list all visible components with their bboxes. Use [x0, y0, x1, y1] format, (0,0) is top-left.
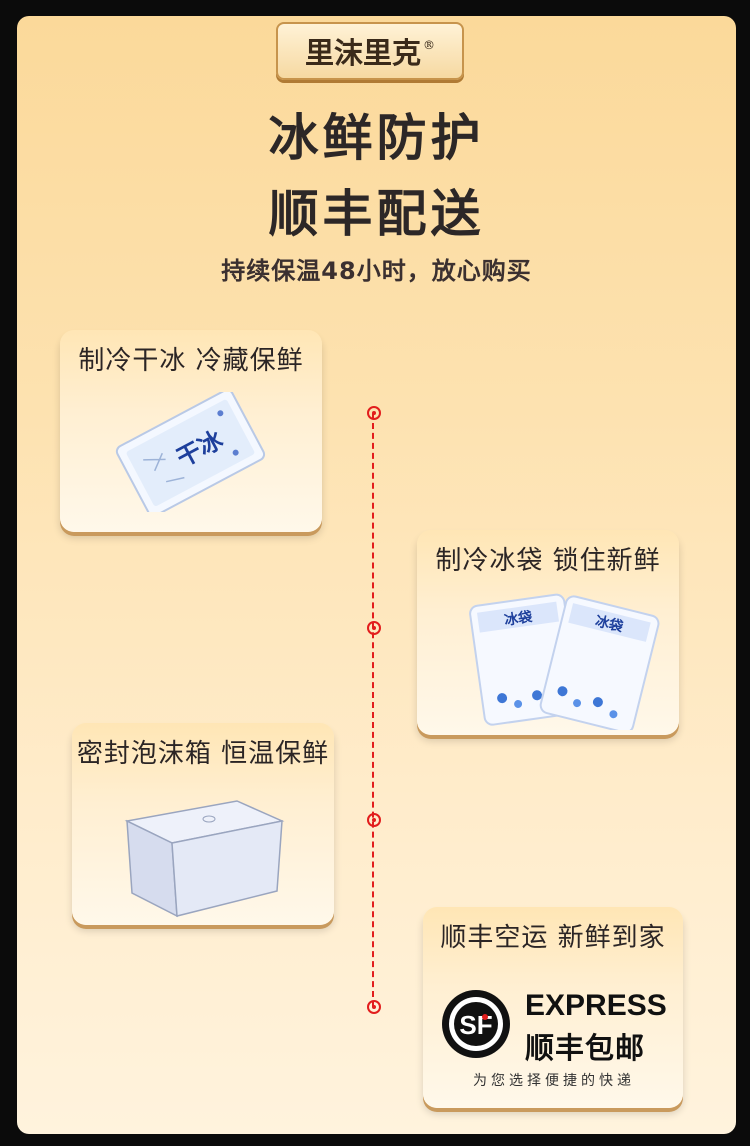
card-foam-box: 密封泡沫箱 恒温保鲜 [72, 723, 334, 925]
sf-logo-text: SF [459, 1010, 492, 1040]
card-caption: 顺丰空运 新鲜到家 [440, 923, 666, 953]
brand-name: 里沫里克 [304, 36, 421, 70]
dry-ice-pack-image: 干冰 [115, 392, 266, 512]
headline-line2: 顺丰配送 [268, 185, 485, 243]
headline-line1: 冰鲜防护 [268, 109, 485, 167]
card-caption: 制冷冰袋 锁住新鲜 [435, 546, 661, 576]
ice-bags-image: 冰袋 冰袋 [469, 593, 660, 730]
subtitle: 持续保温48小时，放心购买 [221, 257, 532, 285]
sf-free-shipping-text: 顺丰包邮 [525, 1031, 646, 1065]
sf-logo-icon: SF [442, 990, 510, 1058]
timeline-dot [367, 621, 381, 635]
timeline-dot [367, 813, 381, 827]
timeline-dot [367, 1000, 381, 1014]
card-caption: 密封泡沫箱 恒温保鲜 [76, 739, 330, 769]
card-caption: 制冷干冰 冷藏保鲜 [78, 346, 304, 376]
pack-label: 冰袋 [593, 612, 625, 636]
foam-box-image [124, 800, 285, 918]
card-dry-ice: 制冷干冰 冷藏保鲜 干冰 [60, 330, 322, 532]
card-sf-express: 顺丰空运 新鲜到家 SF EXPRESS 顺丰包邮 为您选择便捷的快递 [423, 907, 683, 1108]
pack-label: 冰袋 [503, 608, 534, 629]
sf-slogan: 为您选择便捷的快递 [473, 1073, 635, 1089]
brand-badge: 里沫里克® [276, 22, 464, 80]
sf-express-text: EXPRESS [525, 989, 667, 1022]
timeline-dot [367, 406, 381, 420]
registered-mark: ® [423, 38, 435, 52]
timeline-line [372, 413, 374, 1007]
sf-logo-block: SF EXPRESS 顺丰包邮 为您选择便捷的快递 [439, 987, 669, 1089]
promo-panel: 里沫里克® 冰鲜防护 顺丰配送 持续保温48小时，放心购买 制冷干冰 冷藏保鲜 … [17, 16, 736, 1134]
card-ice-bags: 制冷冰袋 锁住新鲜 冰袋 冰袋 [417, 530, 679, 735]
